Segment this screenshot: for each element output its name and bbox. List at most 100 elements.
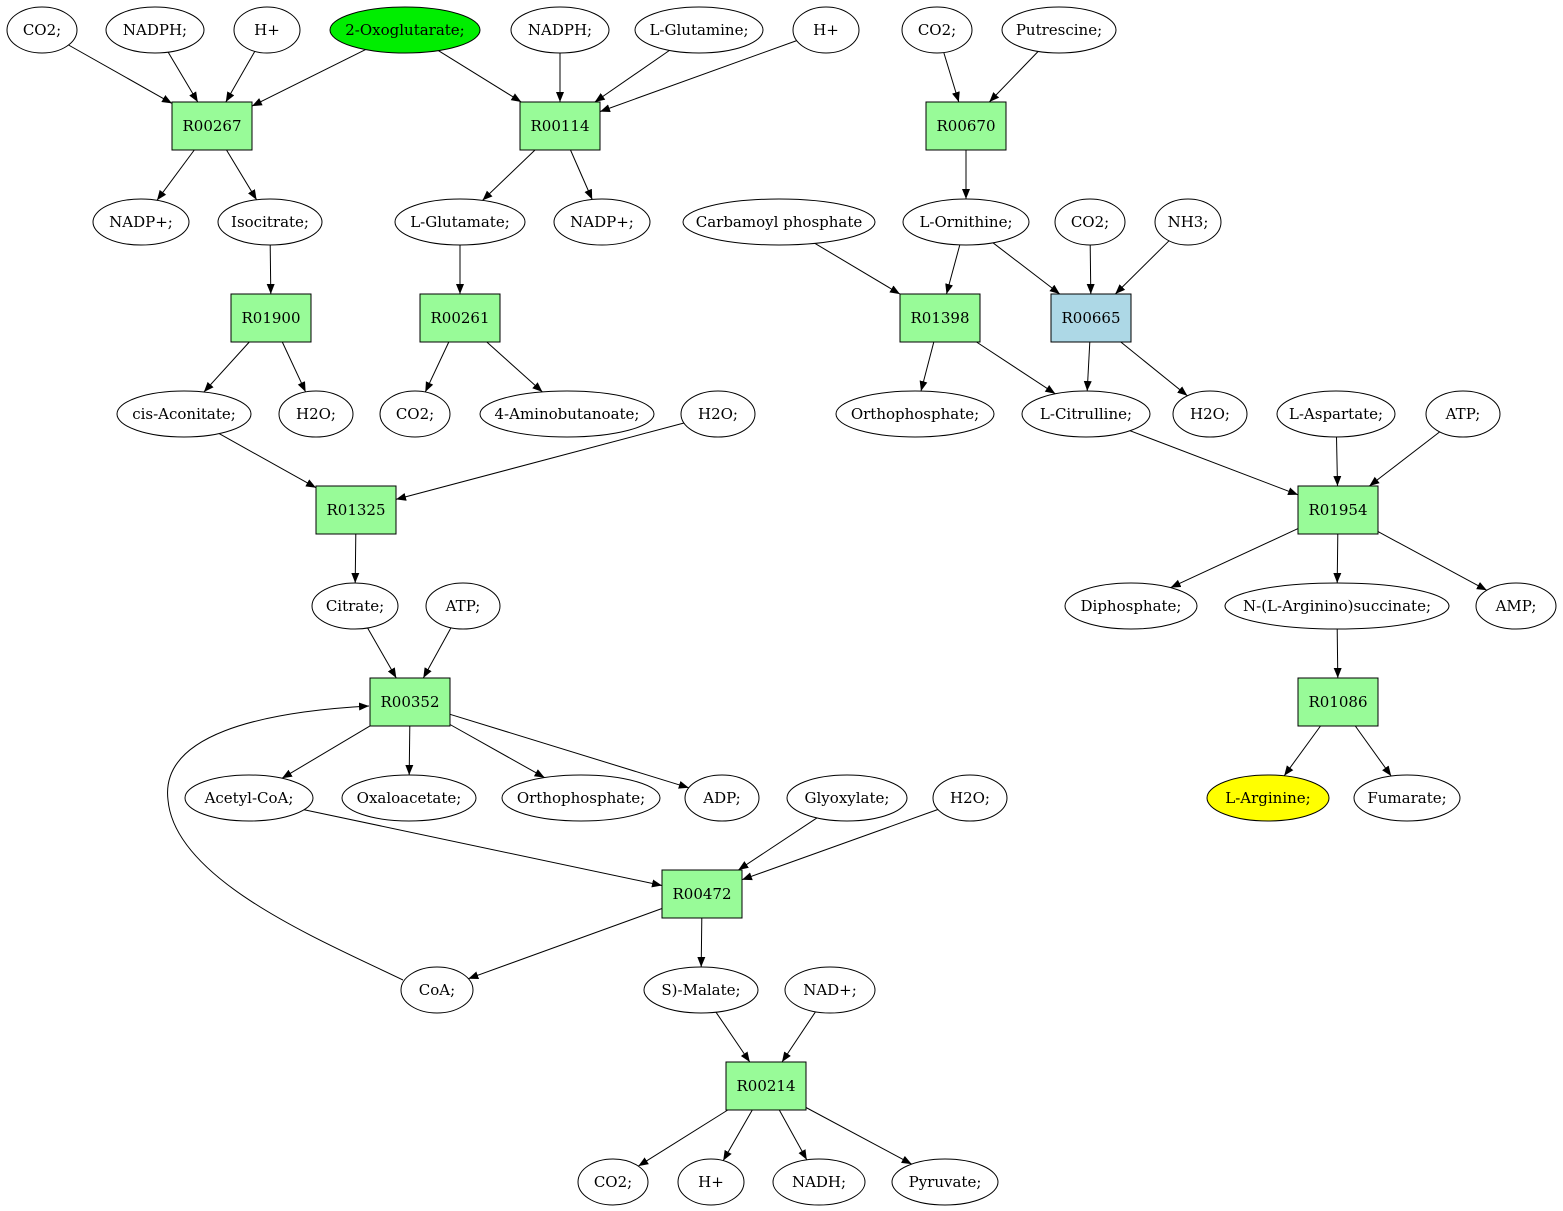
compound-ellipse — [479, 390, 655, 438]
reaction-node-r00352[interactable]: R00352 — [369, 677, 451, 727]
reaction-node-r00114[interactable]: R00114 — [519, 101, 601, 151]
reaction-box — [1050, 293, 1132, 343]
compound-label: N-(L-Arginino)succinate; — [1243, 597, 1431, 615]
compound-label: Putrescine; — [1016, 21, 1102, 39]
compound-ellipse — [105, 6, 205, 54]
edge-isocitrate-to-R01900 — [266, 244, 275, 295]
reaction-node-r01325[interactable]: R01325 — [315, 485, 397, 535]
compound-node-lglutamate[interactable]: L-Glutamate; — [394, 198, 526, 246]
compound-label: L-Citrulline; — [1040, 405, 1132, 423]
compound-node-nadph-1[interactable]: NADPH; — [105, 6, 205, 54]
reaction-node-r01398[interactable]: R01398 — [899, 293, 981, 343]
edge-R01086-to-fumarate — [1354, 725, 1392, 777]
compound-node-lornithine[interactable]: L-Ornithine; — [902, 198, 1030, 246]
compound-node-citrate[interactable]: Citrate; — [311, 582, 399, 630]
reaction-box — [899, 293, 981, 343]
compound-node-co2-4[interactable]: CO2; — [379, 390, 451, 438]
compound-ellipse — [233, 6, 301, 54]
compound-label: L-Ornithine; — [919, 213, 1012, 231]
compound-ellipse — [784, 966, 876, 1014]
compound-node-acetylcoa[interactable]: Acetyl-CoA; — [184, 774, 314, 822]
compound-ellipse — [217, 198, 323, 246]
compound-node-orthophosphate-1[interactable]: Orthophosphate; — [835, 390, 995, 438]
compound-node-oxoglutarate[interactable]: 2-Oxoglutarate; — [329, 6, 481, 54]
compound-node-nadh[interactable]: NADH; — [772, 1158, 866, 1206]
compound-node-larginine[interactable]: L-Arginine; — [1206, 774, 1330, 822]
compound-label: S)-Malate; — [661, 981, 740, 999]
compound-ellipse — [577, 1158, 649, 1206]
compound-node-h2o-2[interactable]: H2O; — [680, 390, 756, 438]
compound-node-nadpplus-2[interactable]: NADP+; — [553, 198, 651, 246]
edge-R00352-to-orthophosphate_2 — [449, 724, 545, 779]
compound-ellipse — [1154, 198, 1222, 246]
reaction-label: R01086 — [1308, 693, 1367, 711]
compound-node-coa[interactable]: CoA; — [400, 966, 474, 1014]
compound-label: NADPH; — [123, 21, 187, 39]
reaction-node-r00261[interactable]: R00261 — [419, 293, 501, 343]
reaction-node-r01954[interactable]: R01954 — [1297, 485, 1379, 535]
compound-label: NAD+; — [803, 981, 857, 999]
edge-R00261-to-aminobutanoate — [486, 341, 543, 393]
reaction-box — [1297, 677, 1379, 727]
compound-label: L-Glutamate; — [410, 213, 510, 231]
compound-node-h2o-3[interactable]: H2O; — [1172, 390, 1248, 438]
compound-node-glyoxylate[interactable]: Glyoxylate; — [786, 774, 908, 822]
compound-label: Fumarate; — [1367, 789, 1446, 807]
reaction-node-r01900[interactable]: R01900 — [230, 293, 312, 343]
compound-node-co2-2[interactable]: CO2; — [901, 6, 973, 54]
compound-node-hplus-1[interactable]: H+ — [233, 6, 301, 54]
compound-node-orthophosphate-2[interactable]: Orthophosphate; — [501, 774, 661, 822]
compound-node-aminobutanoate[interactable]: 4-Aminobutanoate; — [479, 390, 655, 438]
compound-node-arginosuccinate[interactable]: N-(L-Arginino)succinate; — [1224, 582, 1450, 630]
compound-label: AMP; — [1495, 597, 1537, 615]
reaction-node-r00214[interactable]: R00214 — [725, 1061, 807, 1111]
compound-node-pyruvate[interactable]: Pyruvate; — [891, 1158, 999, 1206]
compound-node-smalate[interactable]: S)-Malate; — [643, 966, 759, 1014]
compound-node-atp-1[interactable]: ATP; — [1425, 390, 1501, 438]
compound-node-h2o-1[interactable]: H2O; — [278, 390, 354, 438]
compound-node-co2-1[interactable]: CO2; — [6, 6, 78, 54]
compound-node-carbamoyl[interactable]: Carbamoyl phosphate — [682, 198, 876, 246]
compound-node-cisaconitate[interactable]: cis-Aconitate; — [116, 390, 252, 438]
reaction-label: R01325 — [326, 501, 385, 519]
compound-node-nh3[interactable]: NH3; — [1154, 198, 1222, 246]
edge-co2_1-to-R00267 — [68, 44, 173, 104]
compound-label: NH3; — [1168, 213, 1209, 231]
reaction-node-r01086[interactable]: R01086 — [1297, 677, 1379, 727]
edge-R00114-to-lglutamate — [482, 149, 536, 201]
compound-ellipse — [92, 198, 190, 246]
compound-label: NADP+; — [570, 213, 634, 231]
compound-node-nadph-2[interactable]: NADPH; — [510, 6, 610, 54]
compound-node-co2-5[interactable]: CO2; — [577, 1158, 649, 1206]
compound-ellipse — [400, 966, 474, 1014]
compound-label: ATP; — [445, 597, 481, 615]
compound-node-lglutamine[interactable]: L-Glutamine; — [634, 6, 764, 54]
reaction-label: R00114 — [530, 117, 589, 135]
reaction-label: R01398 — [910, 309, 969, 327]
edge-R00214-to-pyruvate — [805, 1107, 912, 1165]
compound-node-diphosphate[interactable]: Diphosphate; — [1064, 582, 1198, 630]
edge-lglutamine-to-R00114 — [594, 49, 670, 103]
compound-node-hplus-2[interactable]: H+ — [792, 6, 860, 54]
compound-node-putrescine[interactable]: Putrescine; — [1001, 6, 1117, 54]
compound-ellipse — [329, 6, 481, 54]
compound-node-nadplus[interactable]: NAD+; — [784, 966, 876, 1014]
compound-node-oxaloacetate[interactable]: Oxaloacetate; — [341, 774, 477, 822]
compound-node-nadpplus-1[interactable]: NADP+; — [92, 198, 190, 246]
compound-node-amp[interactable]: AMP; — [1475, 582, 1557, 630]
reaction-node-r00665[interactable]: R00665 — [1050, 293, 1132, 343]
reaction-node-r00472[interactable]: R00472 — [661, 869, 743, 919]
reaction-node-r00670[interactable]: R00670 — [925, 101, 1007, 151]
edge-R00214-to-hplus_3 — [722, 1109, 753, 1161]
compound-node-atp-2[interactable]: ATP; — [425, 582, 501, 630]
compound-node-adp[interactable]: ADP; — [684, 774, 760, 822]
compound-node-isocitrate[interactable]: Isocitrate; — [217, 198, 323, 246]
compound-node-hplus-3[interactable]: H+ — [677, 1158, 745, 1206]
compound-ellipse — [1425, 390, 1501, 438]
compound-node-co2-3[interactable]: CO2; — [1054, 198, 1126, 246]
compound-node-h2o-4[interactable]: H2O; — [932, 774, 1008, 822]
compound-node-lcitrulline[interactable]: L-Citrulline; — [1021, 390, 1151, 438]
compound-node-fumarate[interactable]: Fumarate; — [1353, 774, 1461, 822]
compound-node-laspartate[interactable]: L-Aspartate; — [1276, 390, 1396, 438]
reaction-node-r00267[interactable]: R00267 — [171, 101, 253, 151]
